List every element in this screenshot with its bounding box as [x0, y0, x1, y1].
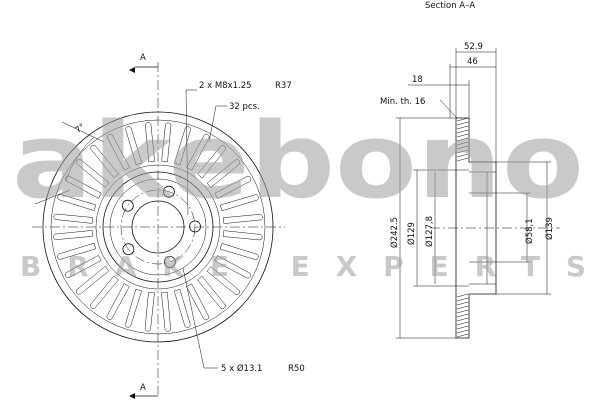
bolt-hole [121, 199, 134, 212]
hatch-line [456, 137, 469, 142]
dim-139-label: Ø139 [544, 217, 555, 240]
bolt-hole [163, 256, 176, 268]
hatch-line [456, 325, 469, 330]
vent-slot [144, 292, 155, 332]
vent-slot [214, 255, 251, 279]
hatch-line [456, 313, 469, 318]
vent-slot [223, 230, 263, 241]
hatch-line [456, 149, 469, 154]
wheel-bolt-holes [121, 185, 201, 268]
angle-ray-2 [61, 121, 105, 143]
bolt-hole [162, 185, 175, 198]
hatch-line [456, 317, 469, 322]
hatch-line [456, 333, 469, 338]
hatch-line [456, 121, 469, 126]
hatch-line [456, 293, 469, 298]
vent-slot [57, 242, 97, 260]
hatch-line [456, 141, 469, 146]
dim-52-9-label: 52.9 [464, 42, 483, 52]
thread-leader [185, 89, 197, 216]
section-view: Section A–A 52.9 46 18 Min. th. 16 Ø242.… [380, 1, 560, 339]
vent-slot [186, 283, 210, 321]
holes-label: 5 x Ø13.1 [221, 363, 262, 374]
vents-leader [208, 105, 227, 143]
section-marker-bottom-arrow [129, 393, 135, 399]
vent-slot [53, 213, 93, 224]
vent-slot [186, 134, 210, 171]
section-marker-bottom-label: A [140, 383, 146, 393]
vent-slot [197, 275, 226, 310]
vent-slot [57, 194, 97, 211]
vent-slot [161, 122, 172, 162]
dim-127-8-label: Ø127,8 [424, 216, 435, 247]
section-title: Section A–A [425, 1, 475, 11]
vent-slot [53, 230, 93, 240]
vent-slot [214, 175, 252, 199]
min-thickness-label: Min. th. 16 [380, 97, 425, 107]
hatch-line [456, 329, 469, 334]
bolt-hole [122, 243, 135, 256]
disc-front-view: A A 2 x M8x1.25 R37 32 pcs. 5 x Ø13.1 R5… [32, 53, 305, 399]
hatch-line [456, 301, 469, 306]
vent-slot [64, 255, 102, 279]
hatch-line [456, 305, 469, 310]
hatch-line [456, 129, 469, 134]
section-marker-top-label: A [140, 53, 146, 63]
vent-slot [223, 214, 263, 224]
vent-slot [197, 145, 226, 179]
thread-radius-label: R37 [275, 81, 292, 91]
hatch-line [456, 297, 469, 302]
angle-ray-1 [34, 189, 71, 205]
hatch-line [456, 125, 469, 130]
hatch-line [456, 133, 469, 138]
vent-slot [219, 194, 259, 212]
hatch-line [456, 309, 469, 314]
cooling-vents [53, 122, 263, 332]
dim-46-label: 46 [467, 57, 478, 67]
vent-slot [174, 126, 191, 166]
hatch-line [456, 145, 469, 150]
bolt-hole [189, 220, 201, 233]
vent-slot [76, 159, 110, 188]
vent-slot [106, 283, 130, 320]
dim-58-1-label: Ø58,1 [524, 218, 535, 244]
vent-slot [125, 126, 143, 166]
dim-18-label: 18 [412, 75, 423, 85]
vent-slot [161, 292, 171, 332]
vent-slot [90, 144, 119, 179]
vent-slot [90, 275, 119, 309]
vent-slot [173, 288, 191, 328]
hatch-line [456, 153, 469, 158]
watermark-logo: akebono [12, 100, 584, 222]
dim-129-label: Ø129 [406, 222, 417, 245]
watermark-tagline: BRAKE EXPERTS [20, 250, 586, 283]
section-hatching [456, 117, 469, 338]
hatch-line [456, 117, 469, 122]
vent-slot [206, 266, 240, 295]
vent-slot [219, 243, 259, 260]
holes-leader [182, 267, 218, 369]
vents-label: 32 pcs. [229, 102, 260, 112]
hatch-line [456, 157, 469, 162]
hatch-line [456, 321, 469, 326]
min-thickness-leader [439, 99, 458, 119]
vent-slot [106, 133, 130, 171]
akebono-watermark: akebono BRAKE EXPERTS [12, 100, 586, 283]
angle-arc [65, 136, 95, 182]
vent-slot [75, 266, 110, 295]
angle-label: 7° [74, 122, 88, 136]
dim-242-5-label: Ø242.5 [389, 217, 400, 248]
vent-slot [206, 159, 241, 188]
holes-radius-label: R50 [288, 364, 305, 374]
section-marker-top-arrow [129, 67, 135, 73]
thread-label: 2 x M8x1.25 [199, 81, 252, 91]
vent-slot [145, 122, 155, 162]
vent-slot [125, 288, 142, 328]
